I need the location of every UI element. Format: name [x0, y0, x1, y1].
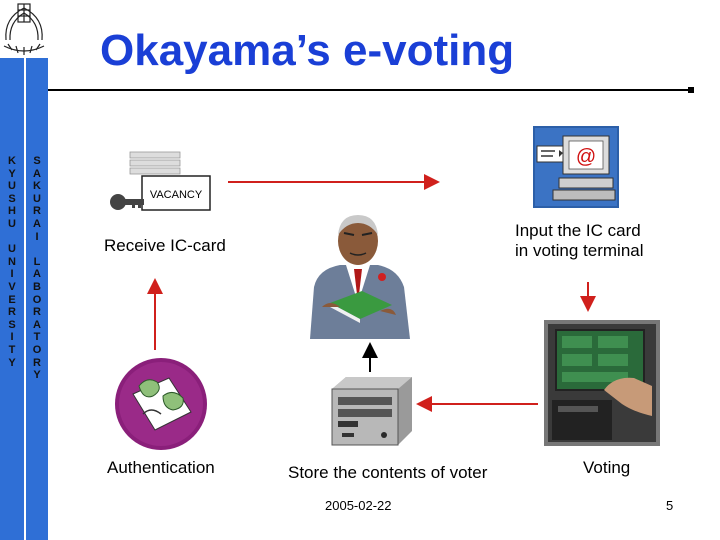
- sidebar-right-letter: R: [33, 356, 41, 369]
- title-underline: [48, 89, 694, 91]
- sidebar-divider: [24, 0, 26, 540]
- sidebar-right-letter: A: [33, 217, 41, 230]
- sidebar-left-letter: Y: [8, 167, 16, 180]
- sidebar-left-letter: I: [10, 268, 14, 281]
- sidebar-left-letter: U: [8, 243, 16, 256]
- server-computer-image: [328, 375, 414, 447]
- ic-card-key-image: VACANCY: [108, 150, 218, 220]
- sidebar-right-letter: L: [33, 255, 41, 268]
- sidebar-right-letter: O: [32, 293, 42, 306]
- sidebar-left-letter: I: [10, 331, 14, 344]
- label-input-line2: in voting terminal: [515, 241, 644, 260]
- sidebar-right-letter: A: [33, 167, 41, 180]
- footer-page-number: 5: [666, 498, 674, 513]
- footer-date: 2005-02-22: [325, 498, 392, 513]
- sidebar-left-letter: U: [8, 217, 16, 230]
- voting-terminal-photo: [544, 320, 660, 446]
- sidebar-right-letter: A: [33, 268, 41, 281]
- sidebar-left-letter: V: [8, 280, 16, 293]
- sidebar-right-letter: R: [33, 306, 41, 319]
- sidebar-right-letter: Y: [33, 369, 41, 382]
- computer-terminal-image: @: [533, 126, 619, 208]
- label-receive-ic-card: Receive IC-card: [104, 236, 226, 255]
- label-input-ic-card: Input the IC card in voting terminal: [515, 221, 685, 261]
- sidebar-right-letter: B: [33, 280, 41, 293]
- sidebar-left-letter: H: [8, 205, 16, 218]
- sidebar-left-letter: T: [8, 343, 16, 356]
- sidebar-right-letter: I: [35, 230, 39, 243]
- sidebar-left-letter: Y: [8, 356, 16, 369]
- sidebar-right-letter: U: [33, 192, 41, 205]
- sidebar-right-letter: T: [33, 331, 41, 344]
- authentication-image: [113, 356, 209, 452]
- sidebar-left-letter: S: [8, 192, 16, 205]
- man-reading-image: [300, 207, 418, 339]
- card-sign-text: VACANCY: [150, 189, 203, 201]
- svg-text:@: @: [576, 146, 596, 168]
- sidebar-left-letter: E: [8, 293, 16, 306]
- sidebar-right-letter: A: [33, 318, 41, 331]
- sidebar: [0, 0, 48, 540]
- label-input-line1: Input the IC card: [515, 221, 641, 240]
- sidebar-right-letter: O: [32, 343, 42, 356]
- title-underline-end: [688, 87, 694, 93]
- sidebar-right-letter: R: [33, 205, 41, 218]
- slide-title: Okayama’s e-voting: [100, 26, 515, 75]
- sidebar-left-letter: K: [8, 155, 16, 167]
- sidebar-left-letter: U: [8, 180, 16, 193]
- sidebar-right-letter: S: [33, 155, 41, 167]
- sidebar-left-letter: N: [8, 255, 16, 268]
- sidebar-right-letter: K: [33, 180, 41, 193]
- label-store-contents: Store the contents of voter: [288, 463, 488, 482]
- university-logo: [0, 0, 48, 58]
- sidebar-left-letter: S: [8, 318, 16, 331]
- sidebar-left-letter: R: [8, 306, 16, 319]
- label-authentication: Authentication: [107, 458, 215, 477]
- label-voting: Voting: [583, 458, 631, 477]
